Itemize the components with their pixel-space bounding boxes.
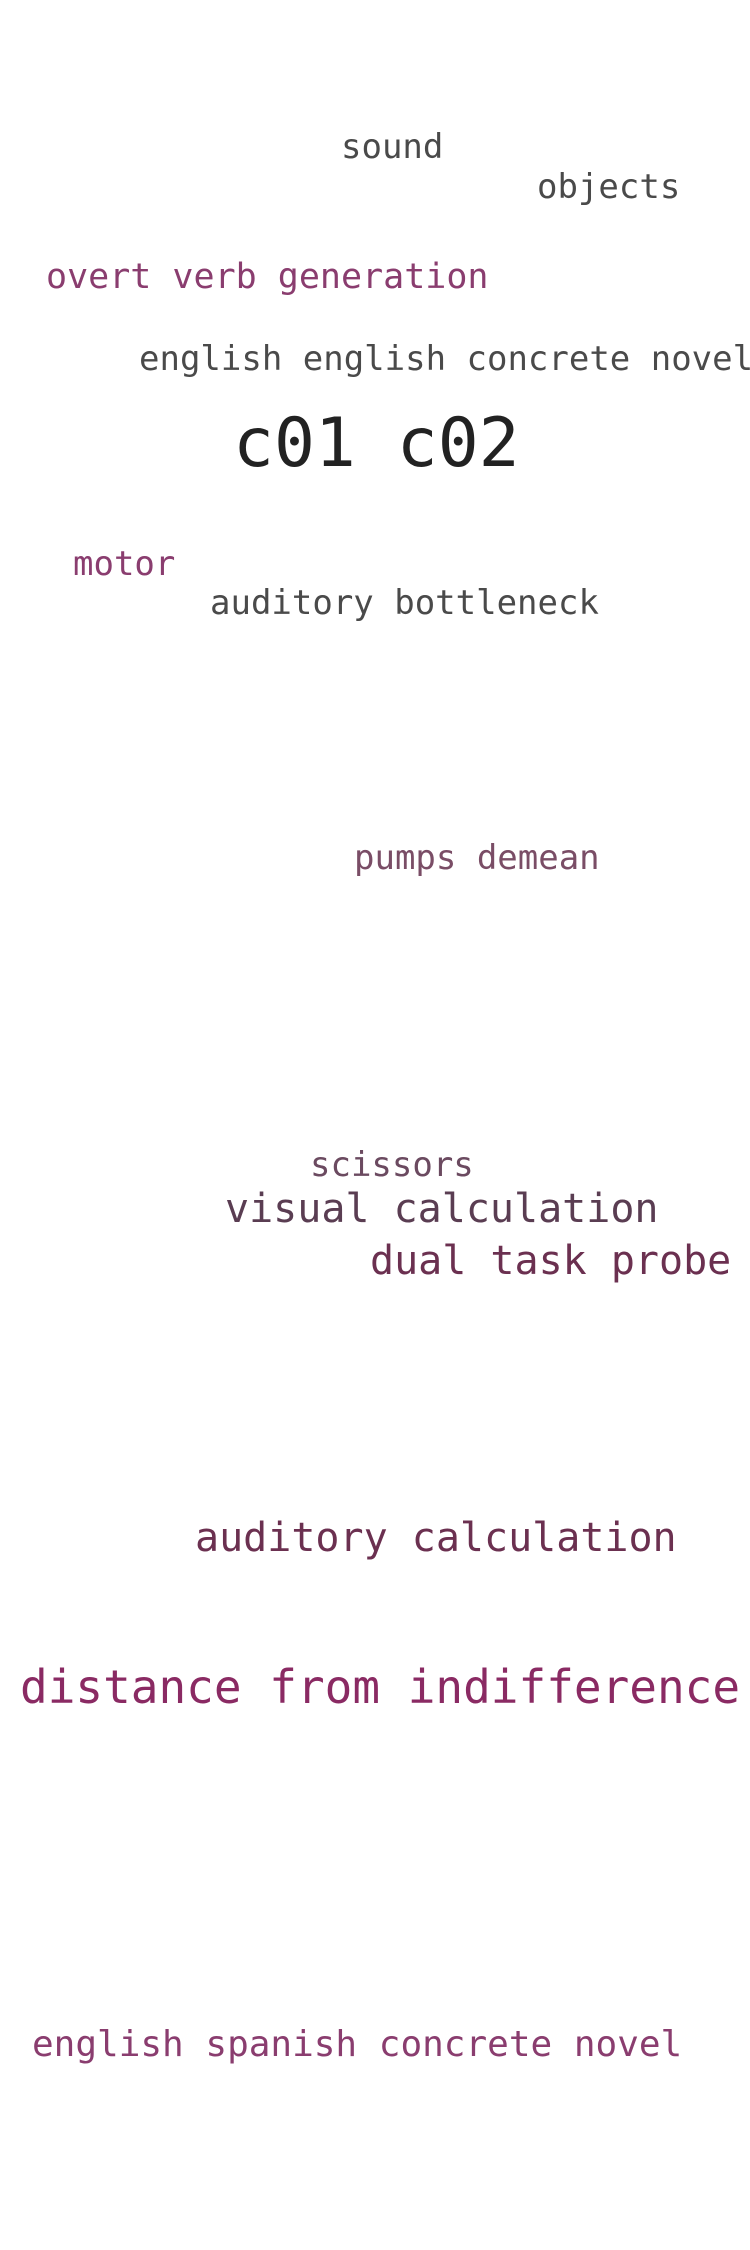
word-visual-calculation: visual calculation <box>225 1186 659 1232</box>
word-objects: objects <box>537 167 681 207</box>
word-english-spanish-concrete-novel: english spanish concrete novel <box>32 2024 683 2065</box>
word-overt-verb-generation: overt verb generation <box>46 257 489 297</box>
word-dual-task-probe: dual task probe <box>370 1238 732 1284</box>
word-distance-from-indifference: distance from indifference <box>20 1660 741 1714</box>
word-motor: motor <box>73 544 176 584</box>
word-scissors: scissors <box>310 1145 474 1185</box>
word-sound: sound <box>341 127 444 167</box>
word-auditory-calculation: auditory calculation <box>195 1515 677 1561</box>
word-auditory-bottleneck: auditory bottleneck <box>210 583 599 623</box>
word-english-english-concrete-novel: english english concrete novel <box>139 339 750 379</box>
word-c01-c02: c01 c02 <box>233 404 520 483</box>
word-pumps-demean: pumps demean <box>354 838 600 878</box>
